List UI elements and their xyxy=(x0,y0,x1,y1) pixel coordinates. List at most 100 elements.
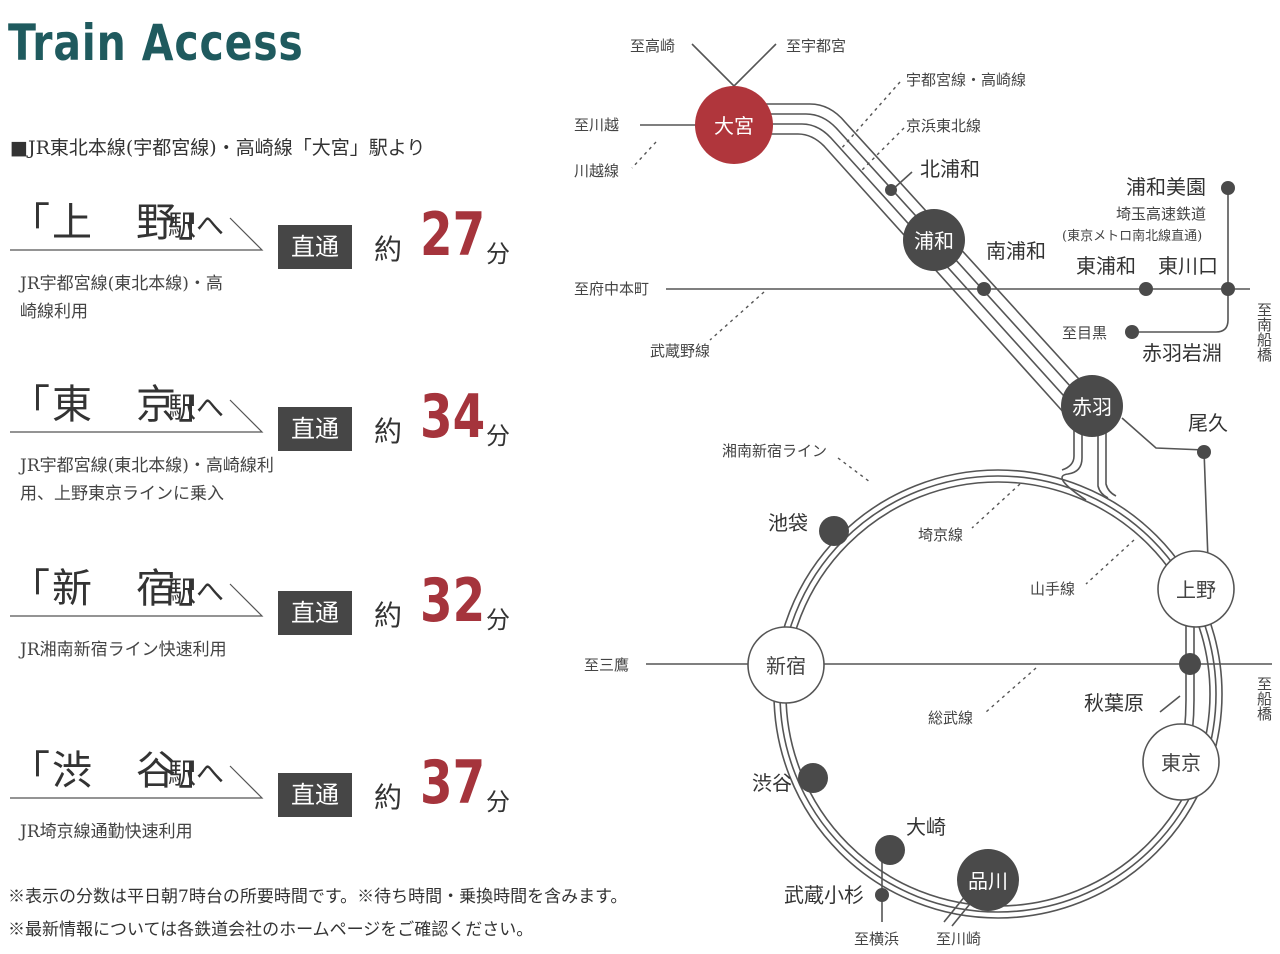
minutes-unit: 分 xyxy=(486,422,510,450)
station-akihabara-label: 秋葉原 xyxy=(1084,691,1144,715)
destination-underline xyxy=(10,765,264,799)
vertical-direction-labels: 至南船橋 至船橋 xyxy=(1255,302,1273,721)
line-yamanote-label: 山手線 xyxy=(1030,580,1075,598)
station-ikebukuro-label: 池袋 xyxy=(768,511,808,535)
station-kita-urawa-label: 北浦和 xyxy=(920,157,980,181)
station-urawa-misono-dot xyxy=(1221,181,1235,195)
station-shibuya-dot xyxy=(798,763,828,793)
station-ueno-marker xyxy=(1157,550,1235,628)
footnote-info: ※最新情報については各鉄道会社のホームページをご確認ください。 xyxy=(8,920,534,940)
travel-minutes: 34 xyxy=(420,382,486,452)
direction-utsunomiya: 至宇都宮 xyxy=(786,37,846,55)
direction-yokohama: 至横浜 xyxy=(854,930,899,948)
route-description: JR埼京線通勤快速利用 xyxy=(20,822,193,842)
station-shibuya-label: 渋谷 xyxy=(752,771,792,795)
destination-tokyo: 「東 京」 駅へ 直通 約 34 分 JR宇都宮線(東北本線)・高崎線利用、上野… xyxy=(10,372,530,512)
station-omiya-marker xyxy=(695,86,773,164)
direction-minami-funabashi: 至南船橋 xyxy=(1255,302,1273,362)
station-oku-dot xyxy=(1197,445,1211,459)
station-shinagawa-label: 品川 xyxy=(968,869,1008,893)
destination-shibuya: 「渋 谷」 駅へ 直通 約 37 分 JR埼京線通勤快速利用 xyxy=(10,738,530,878)
line-saitama-rapid-note: (東京メトロ南北線直通) xyxy=(1062,228,1202,244)
station-omiya-label: 大宮 xyxy=(714,114,754,138)
line-saitama-rapid-label: 埼玉高速鉄道 xyxy=(1116,205,1206,223)
line-keihin-tohoku-label: 京浜東北線 xyxy=(906,117,981,135)
destination-name: 「渋 谷」 xyxy=(10,748,220,794)
direct-badge: 直通 xyxy=(278,773,352,817)
approx-label: 約 xyxy=(374,233,403,266)
station-higashi-kawaguchi-label: 東川口 xyxy=(1158,254,1218,278)
station-shinjuku-marker xyxy=(747,626,825,704)
station-higashi-urawa-label: 東浦和 xyxy=(1076,254,1136,278)
origin-station-lead: ■JR東北本線(宇都宮線)・高崎線「大宮」駅より xyxy=(10,137,426,159)
destination-suffix: 駅へ xyxy=(168,209,225,242)
page-title: Train Access xyxy=(8,14,304,72)
approx-label: 約 xyxy=(374,415,403,448)
line-shonan-shinjuku-label: 湘南新宿ライン xyxy=(722,442,827,460)
station-oku-label: 尾久 xyxy=(1188,411,1228,435)
station-higashi-urawa-dot xyxy=(1139,282,1153,296)
destination-underline xyxy=(10,217,264,251)
travel-minutes: 37 xyxy=(420,748,486,818)
station-akabane-marker xyxy=(1061,375,1123,437)
destination-underline xyxy=(10,583,264,617)
station-shinjuku-label: 新宿 xyxy=(766,654,806,678)
station-ikebukuro-dot xyxy=(819,516,849,546)
direction-funabashi: 至船橋 xyxy=(1255,676,1273,721)
destination-suffix: 駅へ xyxy=(168,391,225,424)
line-sobu-label: 総武線 xyxy=(928,709,973,727)
station-higashi-kawaguchi-dot xyxy=(1221,282,1235,296)
line-utsunomiya-takasaki-label: 宇都宮線・高崎線 xyxy=(906,71,1026,89)
approx-label: 約 xyxy=(374,781,403,814)
route-description: JR湘南新宿ライン快速利用 xyxy=(20,640,227,660)
line-kawagoe-label: 川越線 xyxy=(574,162,619,180)
direction-takasaki: 至高崎 xyxy=(630,37,675,55)
station-urawa-marker xyxy=(903,209,965,271)
station-urawa-label: 浦和 xyxy=(914,229,954,253)
station-musashi-kosugi-dot xyxy=(875,888,889,902)
station-musashi-kosugi-label: 武蔵小杉 xyxy=(784,883,864,907)
station-akabane-iwabuchi-dot xyxy=(1125,325,1139,339)
destination-name: 「上 野」 xyxy=(10,200,220,246)
footnote-time: ※表示の分数は平日朝7時台の所要時間です。※待ち時間・乗換時間を含みます。 xyxy=(8,887,628,907)
station-osaki-label: 大崎 xyxy=(906,815,946,839)
direction-kawagoe: 至川越 xyxy=(574,116,619,134)
direct-badge: 直通 xyxy=(278,407,352,451)
approx-label: 約 xyxy=(374,599,403,632)
direct-badge: 直通 xyxy=(278,591,352,635)
travel-minutes: 32 xyxy=(420,566,486,636)
destination-name: 「新 宿」 xyxy=(10,566,220,612)
line-musashino-label: 武蔵野線 xyxy=(650,342,710,360)
minutes-unit: 分 xyxy=(486,606,510,634)
minor-station-labels: 北浦和 南浦和 浦和美園 東浦和 東川口 赤羽岩淵 尾久 池袋 秋葉原 渋谷 大… xyxy=(752,157,1228,907)
line-saikyo-label: 埼京線 xyxy=(918,526,963,544)
destination-suffix: 駅へ xyxy=(168,575,225,608)
station-minami-urawa-label: 南浦和 xyxy=(986,239,1046,263)
station-shinagawa-marker xyxy=(957,849,1019,911)
travel-minutes: 27 xyxy=(420,200,486,270)
station-urawa-misono-label: 浦和美園 xyxy=(1126,175,1206,199)
station-ueno-label: 上野 xyxy=(1176,578,1216,602)
minutes-unit: 分 xyxy=(486,788,510,816)
station-osaki-dot xyxy=(875,835,905,865)
minutes-unit: 分 xyxy=(486,240,510,268)
station-akihabara-dot xyxy=(1179,653,1201,675)
station-kita-urawa-dot xyxy=(885,184,897,196)
station-akabane-label: 赤羽 xyxy=(1072,395,1112,419)
station-tokyo-marker xyxy=(1142,723,1220,801)
direction-labels: 至高崎 至宇都宮 至川越 至府中本町 至目黒 至三鷹 至横浜 至川崎 xyxy=(574,37,1107,948)
destination-ueno: 「上 野」 駅へ 直通 約 27 分 JR宇都宮線(東北本線)・高崎線利用 xyxy=(10,190,530,330)
direct-badge: 直通 xyxy=(278,225,352,269)
station-akabane-iwabuchi-label: 赤羽岩淵 xyxy=(1142,341,1222,365)
direction-kawasaki: 至川崎 xyxy=(936,930,981,948)
destination-shinjuku: 「新 宿」 駅へ 直通 約 32 分 JR湘南新宿ライン快速利用 xyxy=(10,556,530,696)
destination-underline xyxy=(10,399,264,433)
station-minami-urawa-dot xyxy=(977,282,991,296)
station-tokyo-label: 東京 xyxy=(1161,751,1201,775)
route-description: JR宇都宮線(東北本線)・高崎線利用 xyxy=(20,274,223,322)
leader-lines xyxy=(631,81,1135,713)
line-name-labels: 宇都宮線・高崎線 京浜東北線 川越線 武蔵野線 埼玉高速鉄道 (東京メトロ南北線… xyxy=(574,71,1206,727)
direction-fuchu-hommachi: 至府中本町 xyxy=(574,280,649,298)
direction-mitaka: 至三鷹 xyxy=(584,656,629,674)
route-description: JR宇都宮線(東北本線)・高崎線利用、上野東京ラインに乗入 xyxy=(20,456,274,504)
